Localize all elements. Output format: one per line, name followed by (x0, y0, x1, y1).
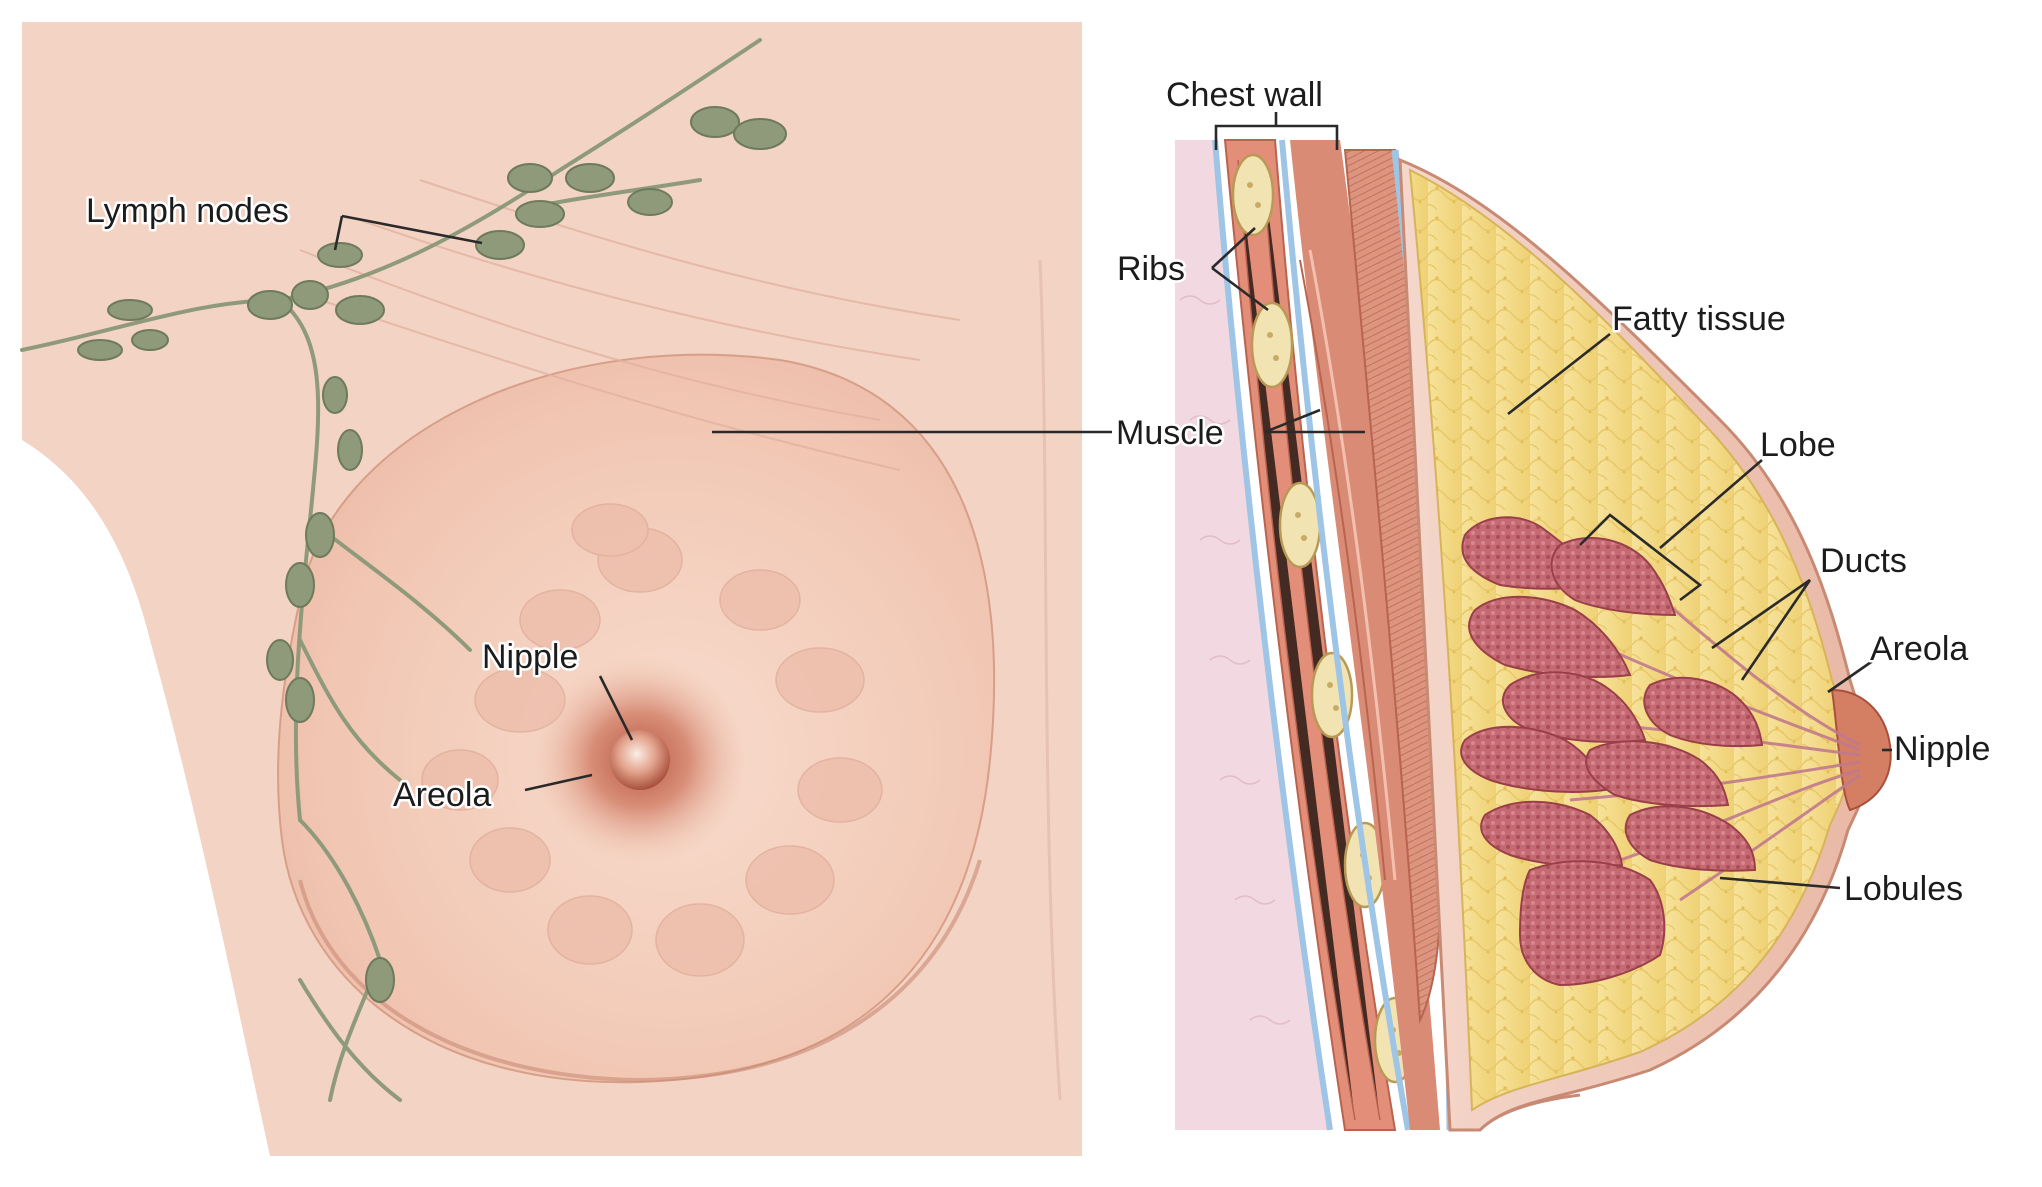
front-view-illustration (20, 22, 1082, 1156)
label-lobe: Lobe (1760, 426, 1836, 464)
label-ribs: Ribs (1117, 250, 1185, 288)
label-lymph-nodes: Lymph nodes (86, 192, 289, 230)
cross-section-illustration (1082, 22, 2042, 1156)
label-lobules: Lobules (1844, 870, 1963, 908)
label-ducts: Ducts (1820, 542, 1907, 580)
label-nipple-front: Nipple (482, 638, 578, 676)
leader-lines (333, 112, 1892, 890)
label-areola-side: Areola (1870, 630, 1968, 668)
label-fatty-tissue: Fatty tissue (1612, 300, 1786, 338)
label-chest-wall: Chest wall (1166, 76, 1323, 114)
label-nipple-side: Nipple (1894, 730, 1990, 768)
label-muscle: Muscle (1116, 414, 1224, 452)
label-areola-front: Areola (393, 776, 491, 814)
labels: Lymph nodes Nipple Areola Chest wall Rib… (84, 74, 1993, 911)
